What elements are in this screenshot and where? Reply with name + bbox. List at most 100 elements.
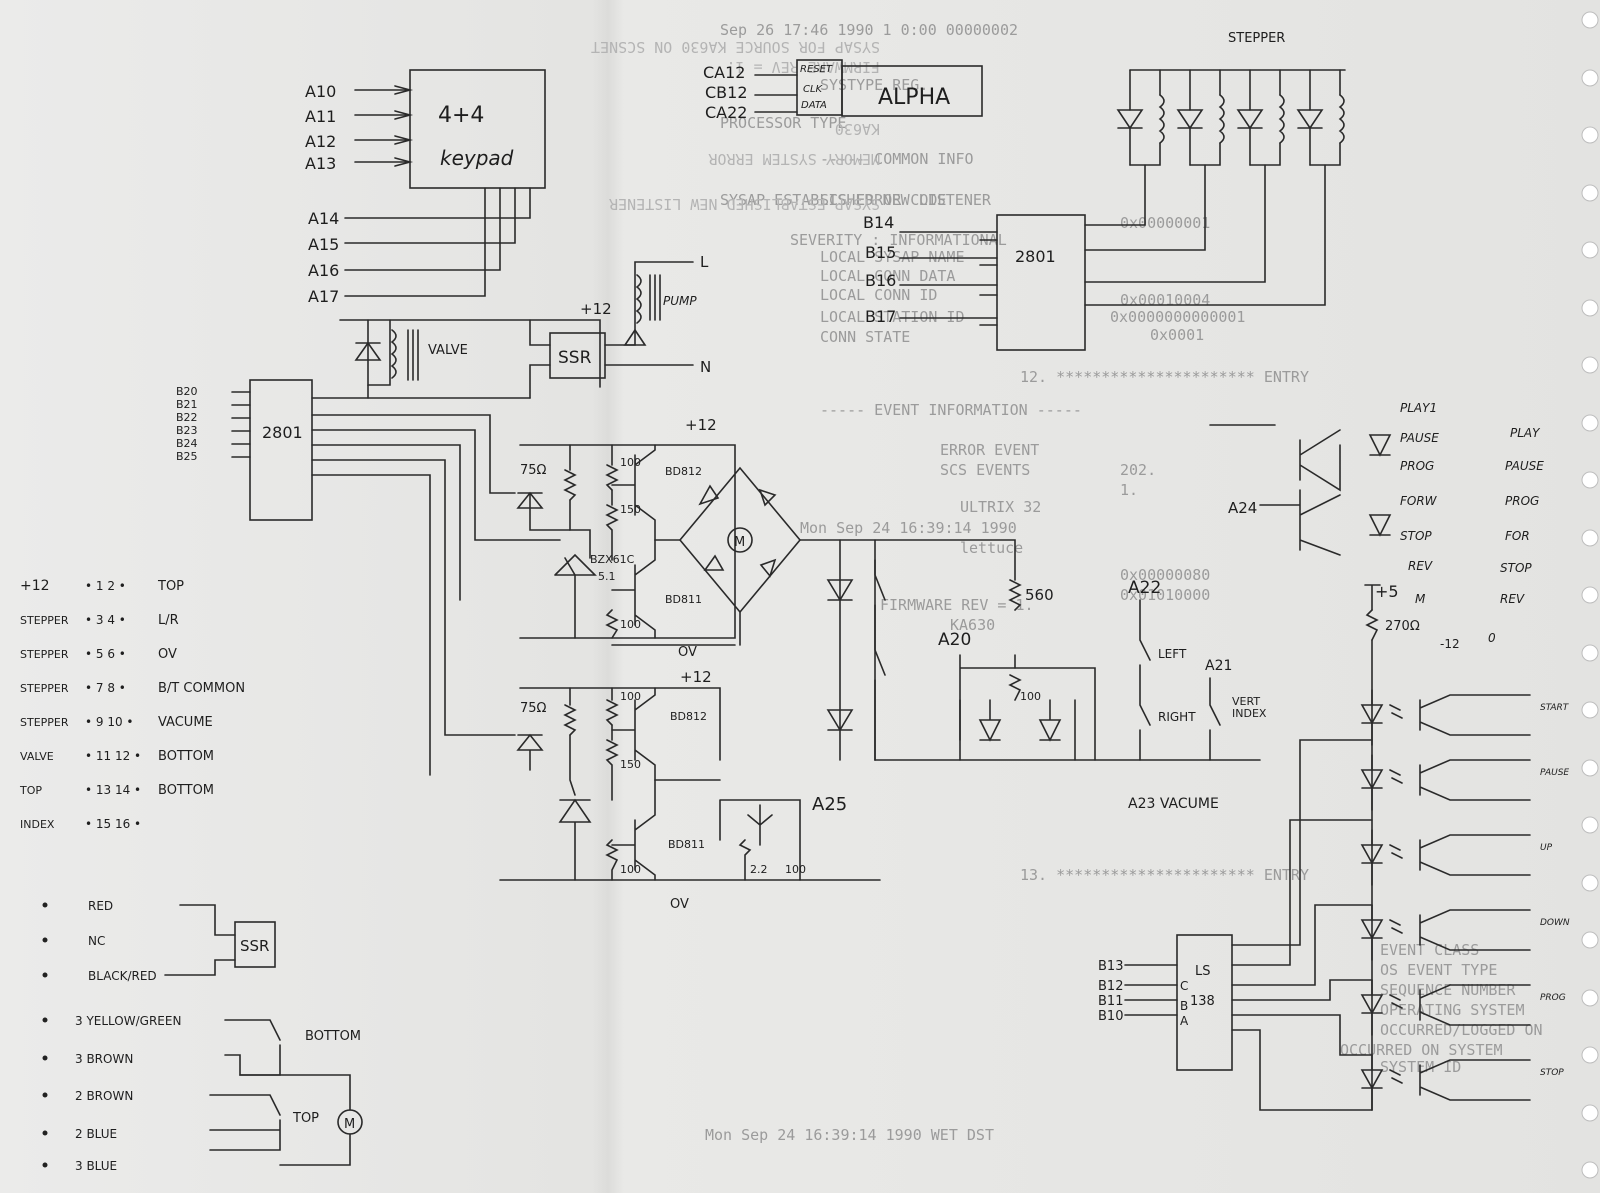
input-a12: A12 bbox=[305, 132, 336, 151]
input-a10: A10 bbox=[305, 82, 336, 101]
ghost-line: SEVERITY : INFORMATIONAL bbox=[790, 231, 1007, 249]
stepper-driver-block: STEPPER 2801 B14 B15 B16 B17 bbox=[863, 31, 1346, 351]
legend-pause: PAUSE bbox=[1400, 431, 1439, 445]
legend-0: 0 bbox=[1488, 631, 1496, 645]
bullet-icon bbox=[42, 902, 48, 908]
wire-color: 2 BLUE bbox=[75, 1127, 117, 1141]
pump-label: PUMP bbox=[663, 294, 697, 308]
pin-b22: B22 bbox=[176, 411, 198, 424]
res-150-a: 150 bbox=[620, 503, 641, 516]
motor-small-label: M bbox=[344, 1117, 355, 1132]
pin-b16: B16 bbox=[865, 271, 896, 290]
connector-name: STEPPER bbox=[20, 614, 69, 627]
decoder-c: C bbox=[1180, 979, 1188, 993]
button-label: PAUSE bbox=[1540, 768, 1569, 778]
legend-r-for: FOR bbox=[1505, 529, 1530, 543]
connector-pins: • 3 4 • bbox=[85, 613, 126, 627]
input-a17: A17 bbox=[308, 287, 339, 306]
ghost-line: KA630 bbox=[950, 616, 995, 634]
alpha-box bbox=[841, 65, 983, 117]
input-a13: A13 bbox=[305, 154, 336, 173]
ghost-line: 0x0001 bbox=[1150, 326, 1204, 344]
left-label: LEFT bbox=[1158, 647, 1187, 661]
wire-color: RED bbox=[88, 899, 113, 913]
connector-pins: • 13 14 • bbox=[85, 783, 141, 797]
binder-holes bbox=[1581, 11, 1599, 1179]
decoder-a: A bbox=[1180, 1014, 1189, 1028]
valve-label: VALVE bbox=[428, 343, 468, 358]
phototransistor-icon bbox=[1419, 1059, 1531, 1101]
decoder-ls: LS bbox=[1195, 964, 1211, 979]
keypad-box bbox=[409, 69, 546, 189]
ssr-small-box bbox=[234, 921, 276, 968]
bullet-icon bbox=[42, 1055, 48, 1061]
light-arrow-icon bbox=[1389, 1069, 1403, 1084]
connector-pins: • 7 8 • bbox=[85, 681, 126, 695]
plus5-label: +5 bbox=[1375, 582, 1399, 601]
input-b13: B13 bbox=[1098, 959, 1123, 974]
chip-2801-left bbox=[249, 379, 313, 521]
bullet-icon bbox=[42, 972, 48, 978]
ghost-line: LOCAL CONN ID bbox=[820, 286, 937, 304]
ghost-line: LOCAL STATION ID bbox=[820, 308, 965, 326]
res-100-d: 100 bbox=[620, 863, 641, 876]
wire-color: 2 BROWN bbox=[75, 1089, 133, 1103]
ghost-line: OCCURRED ON SYSTEM bbox=[1340, 1041, 1503, 1059]
transistor-bd811-a: BD811 bbox=[665, 593, 702, 606]
valve-pump-block: +12 VALVE SSR PUMP L N bbox=[339, 253, 711, 399]
ghost-line: LOCAL SYSAP NAME bbox=[820, 248, 965, 266]
phototransistor-icon bbox=[1419, 759, 1531, 801]
connector-name: INDEX bbox=[20, 818, 55, 831]
top-switch-label: TOP bbox=[292, 1111, 319, 1126]
button-label: START bbox=[1540, 703, 1570, 713]
ghost-line: OPERATING SYSTEM bbox=[1380, 1001, 1525, 1019]
legend-r-pause: PAUSE bbox=[1505, 459, 1544, 473]
phototransistor-icon bbox=[1419, 834, 1531, 876]
legend-prog: PROG bbox=[1400, 459, 1434, 473]
res-100-b: 100 bbox=[620, 618, 641, 631]
connector-pins: • 11 12 • bbox=[85, 749, 141, 763]
transistor-bd811-b: BD811 bbox=[668, 838, 705, 851]
ghost-line: ----- EVENT INFORMATION ----- bbox=[820, 401, 1082, 419]
ghost-line: FIRMWARE REV = 1. bbox=[880, 596, 1034, 614]
connector-dest: VACUME bbox=[158, 715, 213, 730]
ghost-line: 0x0000000000001 bbox=[1110, 308, 1245, 326]
ghost-line: 0x00010004 bbox=[1120, 291, 1210, 309]
connector-name: STEPPER bbox=[20, 716, 69, 729]
input-a14: A14 bbox=[308, 209, 339, 228]
play-legend-right: PLAY PAUSE PROG FOR STOP REV bbox=[1500, 426, 1544, 606]
legend-r-prog: PROG bbox=[1505, 494, 1539, 508]
input-a16: A16 bbox=[308, 261, 339, 280]
pin-b17: B17 bbox=[865, 307, 896, 326]
transistor-bd812-a: BD812 bbox=[665, 465, 702, 478]
input-a15: A15 bbox=[308, 235, 339, 254]
ghost-line: 0x01010000 bbox=[1120, 586, 1210, 604]
ghost-line: SYSTYPE REG. bbox=[820, 76, 928, 94]
connector-name: STEPPER bbox=[20, 648, 69, 661]
bullet-icon bbox=[42, 1130, 48, 1136]
zener-label-2: 5.1 bbox=[598, 570, 616, 583]
chip-2801-top bbox=[996, 214, 1086, 351]
light-arrow-icon bbox=[1389, 994, 1403, 1009]
wire-switches: SSR BOTTOM TOP M bbox=[164, 904, 363, 1166]
ghost-line: SCS EVENTS bbox=[940, 461, 1030, 479]
ov-lower: OV bbox=[670, 897, 689, 912]
phototransistor-icon bbox=[1419, 909, 1531, 951]
a20-label: A20 bbox=[938, 630, 971, 650]
h-bridge-lower-block: +12 75Ω 100 150 100 BD812 BD811 OV 2.2 1… bbox=[499, 668, 881, 912]
ghost-line: OCCURRED/LOGGED ON bbox=[1380, 1021, 1543, 1039]
ghost-mirror-line: KA630 bbox=[835, 120, 880, 138]
res-560: 560 bbox=[1025, 586, 1054, 604]
wire-color: NC bbox=[88, 934, 105, 948]
light-arrow-icon bbox=[1389, 844, 1403, 859]
pin-b21: B21 bbox=[176, 398, 198, 411]
ghost-line: 0x00000001 bbox=[1120, 214, 1210, 232]
button-label: UP bbox=[1540, 843, 1553, 853]
ghost-mirror-line: MEMORY SYSTEM ERROR bbox=[707, 150, 880, 168]
ghost-line: ERROR EVENT bbox=[940, 441, 1039, 459]
ghost-printout: Sep 26 17:46 1990 1 0:00 00000002SYSTYPE… bbox=[705, 21, 1543, 1144]
alpha-pin-ca12: CA12 bbox=[703, 63, 745, 82]
chip-2801-left-label: 2801 bbox=[262, 423, 303, 442]
